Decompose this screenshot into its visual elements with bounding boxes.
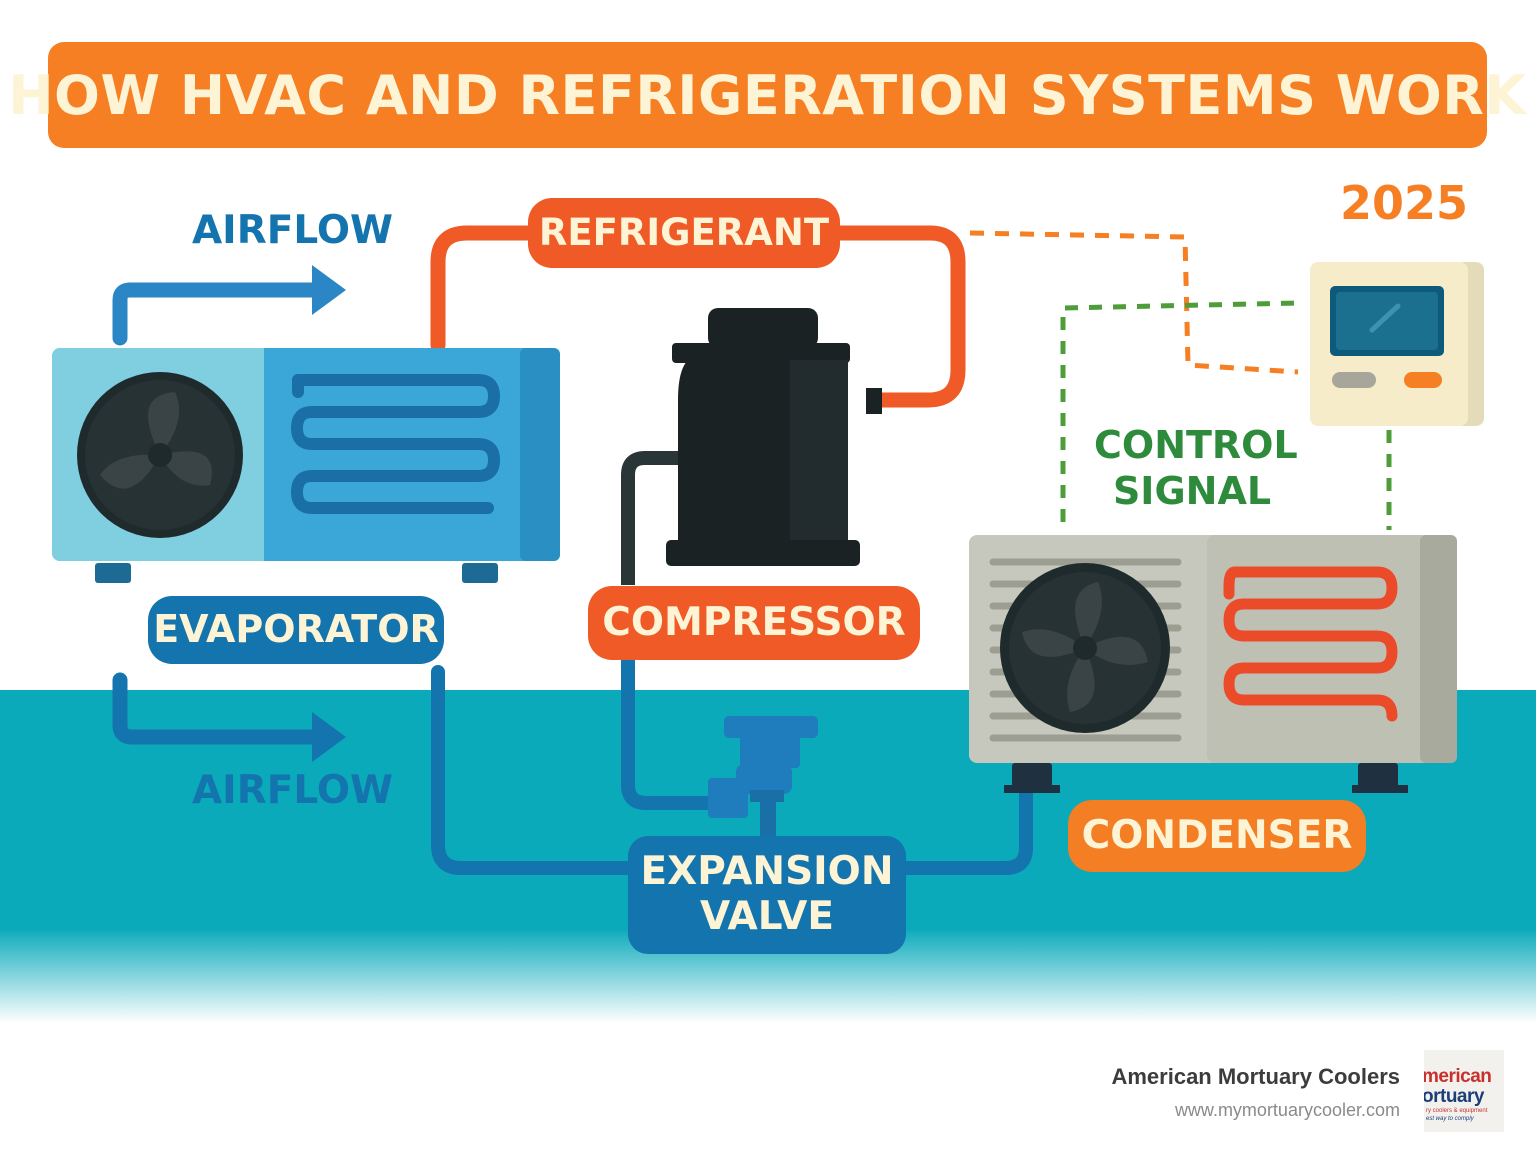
- arrow-right-icon: [112, 265, 346, 346]
- condenser-label: CONDENSER: [1068, 800, 1366, 872]
- year-label: 2025: [1340, 176, 1469, 230]
- refrigerant-line: [430, 225, 966, 408]
- company-name: American Mortuary Coolers: [1111, 1064, 1400, 1089]
- evaporator-label: EVAPORATOR: [148, 596, 444, 664]
- airflow-label-bottom: AIRFLOW: [192, 768, 393, 813]
- control-signal-green-dashed: [1060, 300, 1301, 522]
- condenser-unit: [969, 535, 1457, 793]
- company-logo: merican ortuary ry coolers & equipment e…: [1424, 1050, 1504, 1132]
- logo-text-1: merican: [1424, 1066, 1492, 1088]
- thermostat-icon: [1310, 262, 1484, 426]
- page-title: HOW HVAC AND REFRIGERATION SYSTEMS WORK: [8, 63, 1527, 127]
- control-signal-label: CONTROL SIGNAL: [1094, 422, 1298, 514]
- suction-line: [621, 451, 678, 585]
- expansion-valve-line2: VALVE: [699, 894, 835, 939]
- coil-icon: [290, 374, 501, 514]
- logo-text-3: ry coolers & equipment: [1426, 1108, 1488, 1114]
- compressor-label: COMPRESSOR: [588, 586, 920, 660]
- expansion-valve-line1: EXPANSION: [640, 849, 894, 895]
- branding: American Mortuary Coolers www.mymortuary…: [1060, 1064, 1400, 1121]
- evaporator-text: EVAPORATOR: [153, 607, 439, 652]
- compressor-text: COMPRESSOR: [602, 599, 906, 645]
- logo-text-2: ortuary: [1424, 1086, 1484, 1107]
- airflow-label-top: AIRFLOW: [192, 208, 393, 253]
- fan-icon: [1000, 563, 1170, 733]
- refrigerant-text: REFRIGERANT: [538, 210, 830, 254]
- valve-icon: [708, 716, 818, 840]
- fan-icon: [77, 372, 243, 538]
- title-banner: HOW HVAC AND REFRIGERATION SYSTEMS WORK: [8, 42, 1526, 148]
- expansion-valve-label: EXPANSION VALVE: [628, 836, 906, 954]
- coil-icon: [1223, 566, 1398, 722]
- compressor-icon: [666, 308, 860, 566]
- arrow-right-icon: [112, 672, 346, 762]
- refrigerant-label: REFRIGERANT: [528, 198, 840, 268]
- company-url[interactable]: www.mymortuarycooler.com: [1174, 1100, 1400, 1120]
- condenser-text: CONDENSER: [1081, 812, 1353, 858]
- compressor-outlet-stub: [866, 388, 882, 414]
- suction-line-blue: [621, 660, 720, 810]
- logo-word-1: merican: [1424, 1066, 1492, 1087]
- control-signal-orange-dashed: [969, 230, 1299, 375]
- evaporator-unit: [52, 348, 560, 583]
- control-signal-line2: SIGNAL: [1112, 469, 1272, 513]
- control-signal-line1: CONTROL: [1094, 423, 1298, 467]
- logo-text-4: est way to comply: [1426, 1116, 1474, 1122]
